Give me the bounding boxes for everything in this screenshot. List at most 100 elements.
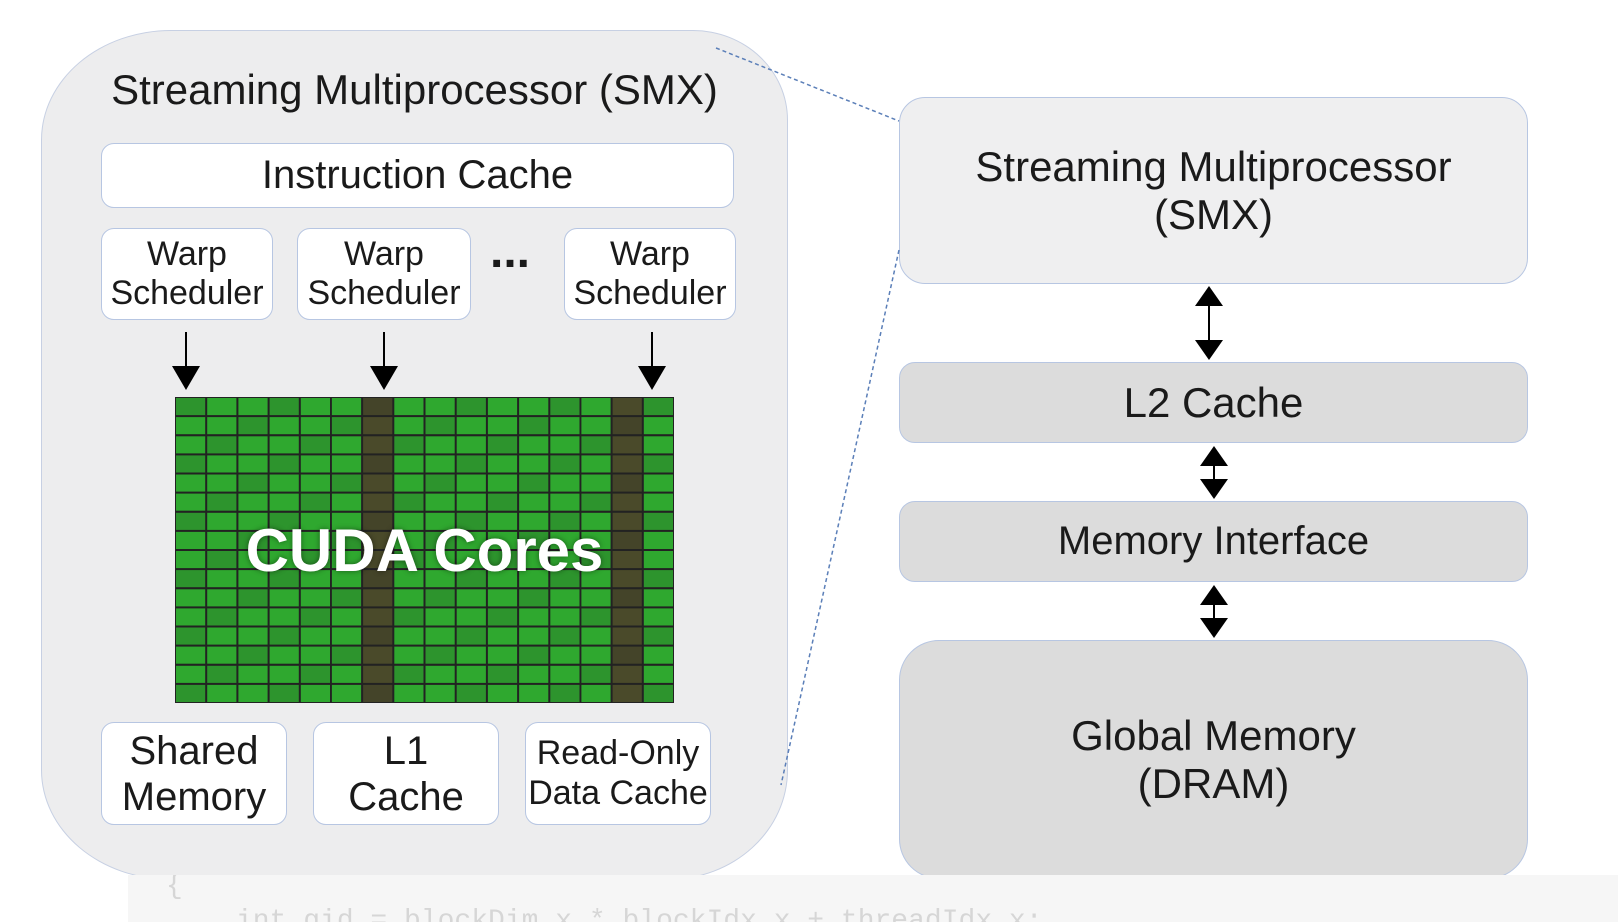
cuda-core-cell (519, 608, 549, 626)
cuda-core-cell (363, 646, 393, 664)
cuda-core-cell (487, 512, 518, 530)
cuda-core-cell (363, 551, 393, 569)
cuda-core-cell (456, 474, 486, 492)
cuda-core-cell (238, 531, 268, 549)
smx-title: Streaming Multiprocessor (SMX) (111, 66, 718, 113)
stack-memory-interface-label: Memory Interface (1057, 519, 1370, 563)
cuda-core-cell (300, 398, 330, 416)
cuda-core-cell (394, 551, 424, 569)
cuda-core-cell (269, 551, 299, 569)
cuda-core-cell (207, 684, 237, 702)
cuda-core-cell (581, 627, 611, 645)
cuda-core-cell (269, 436, 299, 454)
zoom-line-bottom (780, 249, 900, 786)
cuda-core-cell (269, 608, 299, 626)
cuda-core-cell (612, 493, 642, 511)
cuda-core-cell (331, 684, 362, 702)
cuda-core-cell (176, 627, 206, 645)
cuda-core-cell (643, 398, 673, 416)
cuda-core-cell (456, 455, 486, 473)
cuda-core-cell (176, 646, 206, 664)
l1-cache-box: L1 Cache (313, 722, 499, 825)
warp-scheduler-3-line2: Scheduler (573, 274, 727, 312)
cuda-core-cell (331, 551, 362, 569)
readonly-cache-line2: Data Cache (528, 773, 708, 812)
cuda-core-cell (207, 646, 237, 664)
cuda-core-cell (176, 608, 206, 626)
cuda-core-cell (394, 646, 424, 664)
cuda-core-cell (176, 455, 206, 473)
cuda-core-cell (425, 551, 455, 569)
cuda-core-cell (176, 570, 206, 588)
shared-memory-box: Shared Memory (101, 722, 287, 825)
cuda-core-cell (487, 436, 518, 454)
cuda-core-cell (643, 474, 673, 492)
cuda-core-cell (363, 474, 393, 492)
cuda-core-cell (207, 398, 237, 416)
cuda-core-cell (300, 436, 330, 454)
shared-memory-line2: Memory (121, 774, 267, 819)
cuda-core-cell (425, 455, 455, 473)
cuda-core-cell (487, 684, 518, 702)
cuda-core-cell (331, 493, 362, 511)
cuda-core-cell (238, 551, 268, 569)
cuda-core-cell (176, 551, 206, 569)
cuda-core-cell (550, 570, 580, 588)
cuda-core-cell (487, 646, 518, 664)
cuda-core-cell (456, 665, 486, 683)
cuda-core-cell (643, 570, 673, 588)
cuda-core-cell (643, 417, 673, 435)
cuda-core-cell (238, 684, 268, 702)
cuda-core-cell (487, 531, 518, 549)
cuda-core-cell (207, 665, 237, 683)
cuda-core-cell (269, 531, 299, 549)
cuda-core-cell (238, 474, 268, 492)
cuda-core-cell (425, 398, 455, 416)
cuda-core-cell (394, 417, 424, 435)
cuda-core-cell (643, 455, 673, 473)
cuda-core-cell (519, 398, 549, 416)
cuda-core-cell (550, 474, 580, 492)
cuda-core-cell (425, 646, 455, 664)
cuda-core-cell (176, 512, 206, 530)
cuda-core-cell (207, 455, 237, 473)
cuda-cores-label: CUDA Cores (245, 516, 604, 584)
cuda-core-cell (269, 627, 299, 645)
warp-scheduler-1: Warp Scheduler (101, 228, 273, 320)
cuda-core-cell (363, 608, 393, 626)
cuda-core-cell (550, 551, 580, 569)
cuda-core-cell (425, 627, 455, 645)
cuda-core-cell (394, 531, 424, 549)
cuda-core-cell (269, 512, 299, 530)
cuda-core-cell (519, 589, 549, 607)
cuda-core-cell (643, 512, 673, 530)
cuda-core-cell (394, 398, 424, 416)
stack-global-memory-line1: Global Memory (1071, 711, 1356, 759)
cuda-core-cell (425, 665, 455, 683)
cuda-core-cell (363, 627, 393, 645)
cuda-core-cell (550, 627, 580, 645)
cuda-core-cell (643, 646, 673, 664)
cuda-core-cell (331, 646, 362, 664)
warp-scheduler-1-line1: Warp (147, 234, 227, 273)
cuda-core-cell (331, 570, 362, 588)
cuda-core-cell (176, 474, 206, 492)
cuda-core-cell (425, 512, 455, 530)
stack-smx-line1: Streaming Multiprocessor (975, 142, 1452, 190)
cuda-core-cell (425, 608, 455, 626)
cuda-core-cell (487, 608, 518, 626)
cuda-core-cell (456, 512, 486, 530)
cuda-core-cell (269, 493, 299, 511)
cuda-core-cell (519, 684, 549, 702)
cuda-core-cell (612, 570, 642, 588)
cuda-core-cell (300, 684, 330, 702)
cuda-core-cell (581, 398, 611, 416)
cuda-core-cell (238, 589, 268, 607)
bidirectional-arrow-l2-mi (1200, 446, 1228, 499)
stack-memory-interface-box: Memory Interface (899, 501, 1528, 582)
cuda-core-cell (331, 608, 362, 626)
readonly-cache-box: Read-Only Data Cache (525, 722, 711, 825)
cuda-core-cell (238, 665, 268, 683)
cuda-core-cell (238, 436, 268, 454)
cuda-core-cell (581, 512, 611, 530)
